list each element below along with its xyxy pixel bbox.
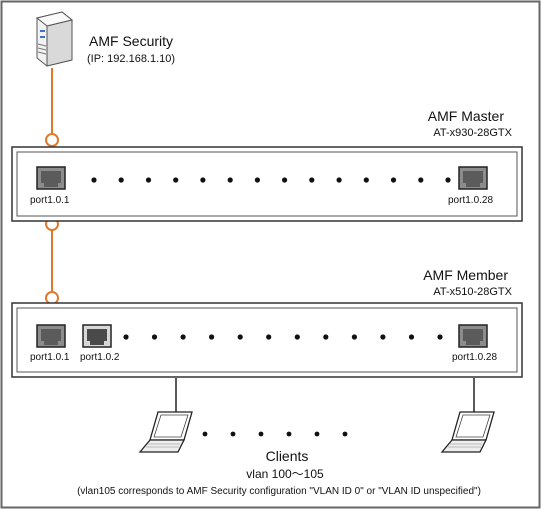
port-dot [258,431,264,437]
port-dot [254,177,260,183]
port-dot [173,177,179,183]
port-dot [91,177,97,183]
port-dot [445,177,451,183]
port-dot [314,431,320,437]
member-port-28-label: port1.0.28 [452,352,497,363]
port-dot [200,177,206,183]
server-ip: (IP: 192.168.1.10) [87,53,175,65]
port-dot [418,177,424,183]
port-dot [336,177,342,183]
port-dot [363,177,369,183]
member-port-28 [458,324,488,348]
master-port-28-label: port1.0.28 [448,195,493,206]
port-dot [390,177,397,183]
master-port-1 [36,166,66,190]
port-dot [437,334,443,340]
client-dots [202,431,348,437]
member-port-1-label: port1.0.1 [30,352,70,363]
link-connector-master-top [45,133,59,147]
clients-vlan: vlan 100～105 [246,467,324,481]
port-dot [282,177,288,183]
link-connector-member-top [45,291,59,305]
master-switch [11,146,523,222]
member-port-1 [36,324,66,348]
port-dot [323,334,329,340]
master-model: AT-x930-28GTX [433,127,512,139]
port-dot [227,177,233,183]
port-dot [408,334,415,340]
port-dot [380,334,386,340]
member-title: AMF Member [423,267,508,283]
port-dot [309,177,315,183]
clients-title: Clients [266,448,309,464]
member-port-dots [123,334,443,340]
laptop-icon [440,411,495,453]
member-model: AT-x510-28GTX [433,286,512,298]
port-dot [351,334,357,340]
master-title: AMF Master [428,108,505,124]
server-name: AMF Security [89,33,173,49]
port-dot [294,334,300,340]
clients-note: (vlan105 corresponds to AMF Security con… [77,486,481,497]
port-dot [145,177,152,183]
server-icon [35,11,74,67]
port-dot [202,431,208,437]
master-port-dots [91,177,451,183]
port-dot [209,334,215,340]
laptop-icon [138,411,193,453]
port-dot [237,334,243,340]
member-port-2-label: port1.0.2 [80,352,120,363]
port-dot [118,177,124,183]
master-port-1-label: port1.0.1 [30,195,70,206]
port-dot [266,334,272,340]
port-dot [342,431,348,437]
member-port-2 [82,324,112,348]
port-dot [151,334,158,340]
master-port-28 [458,166,488,190]
port-dot [286,431,292,437]
port-dot [180,334,186,340]
port-dot [123,334,129,340]
port-dot [230,431,236,437]
